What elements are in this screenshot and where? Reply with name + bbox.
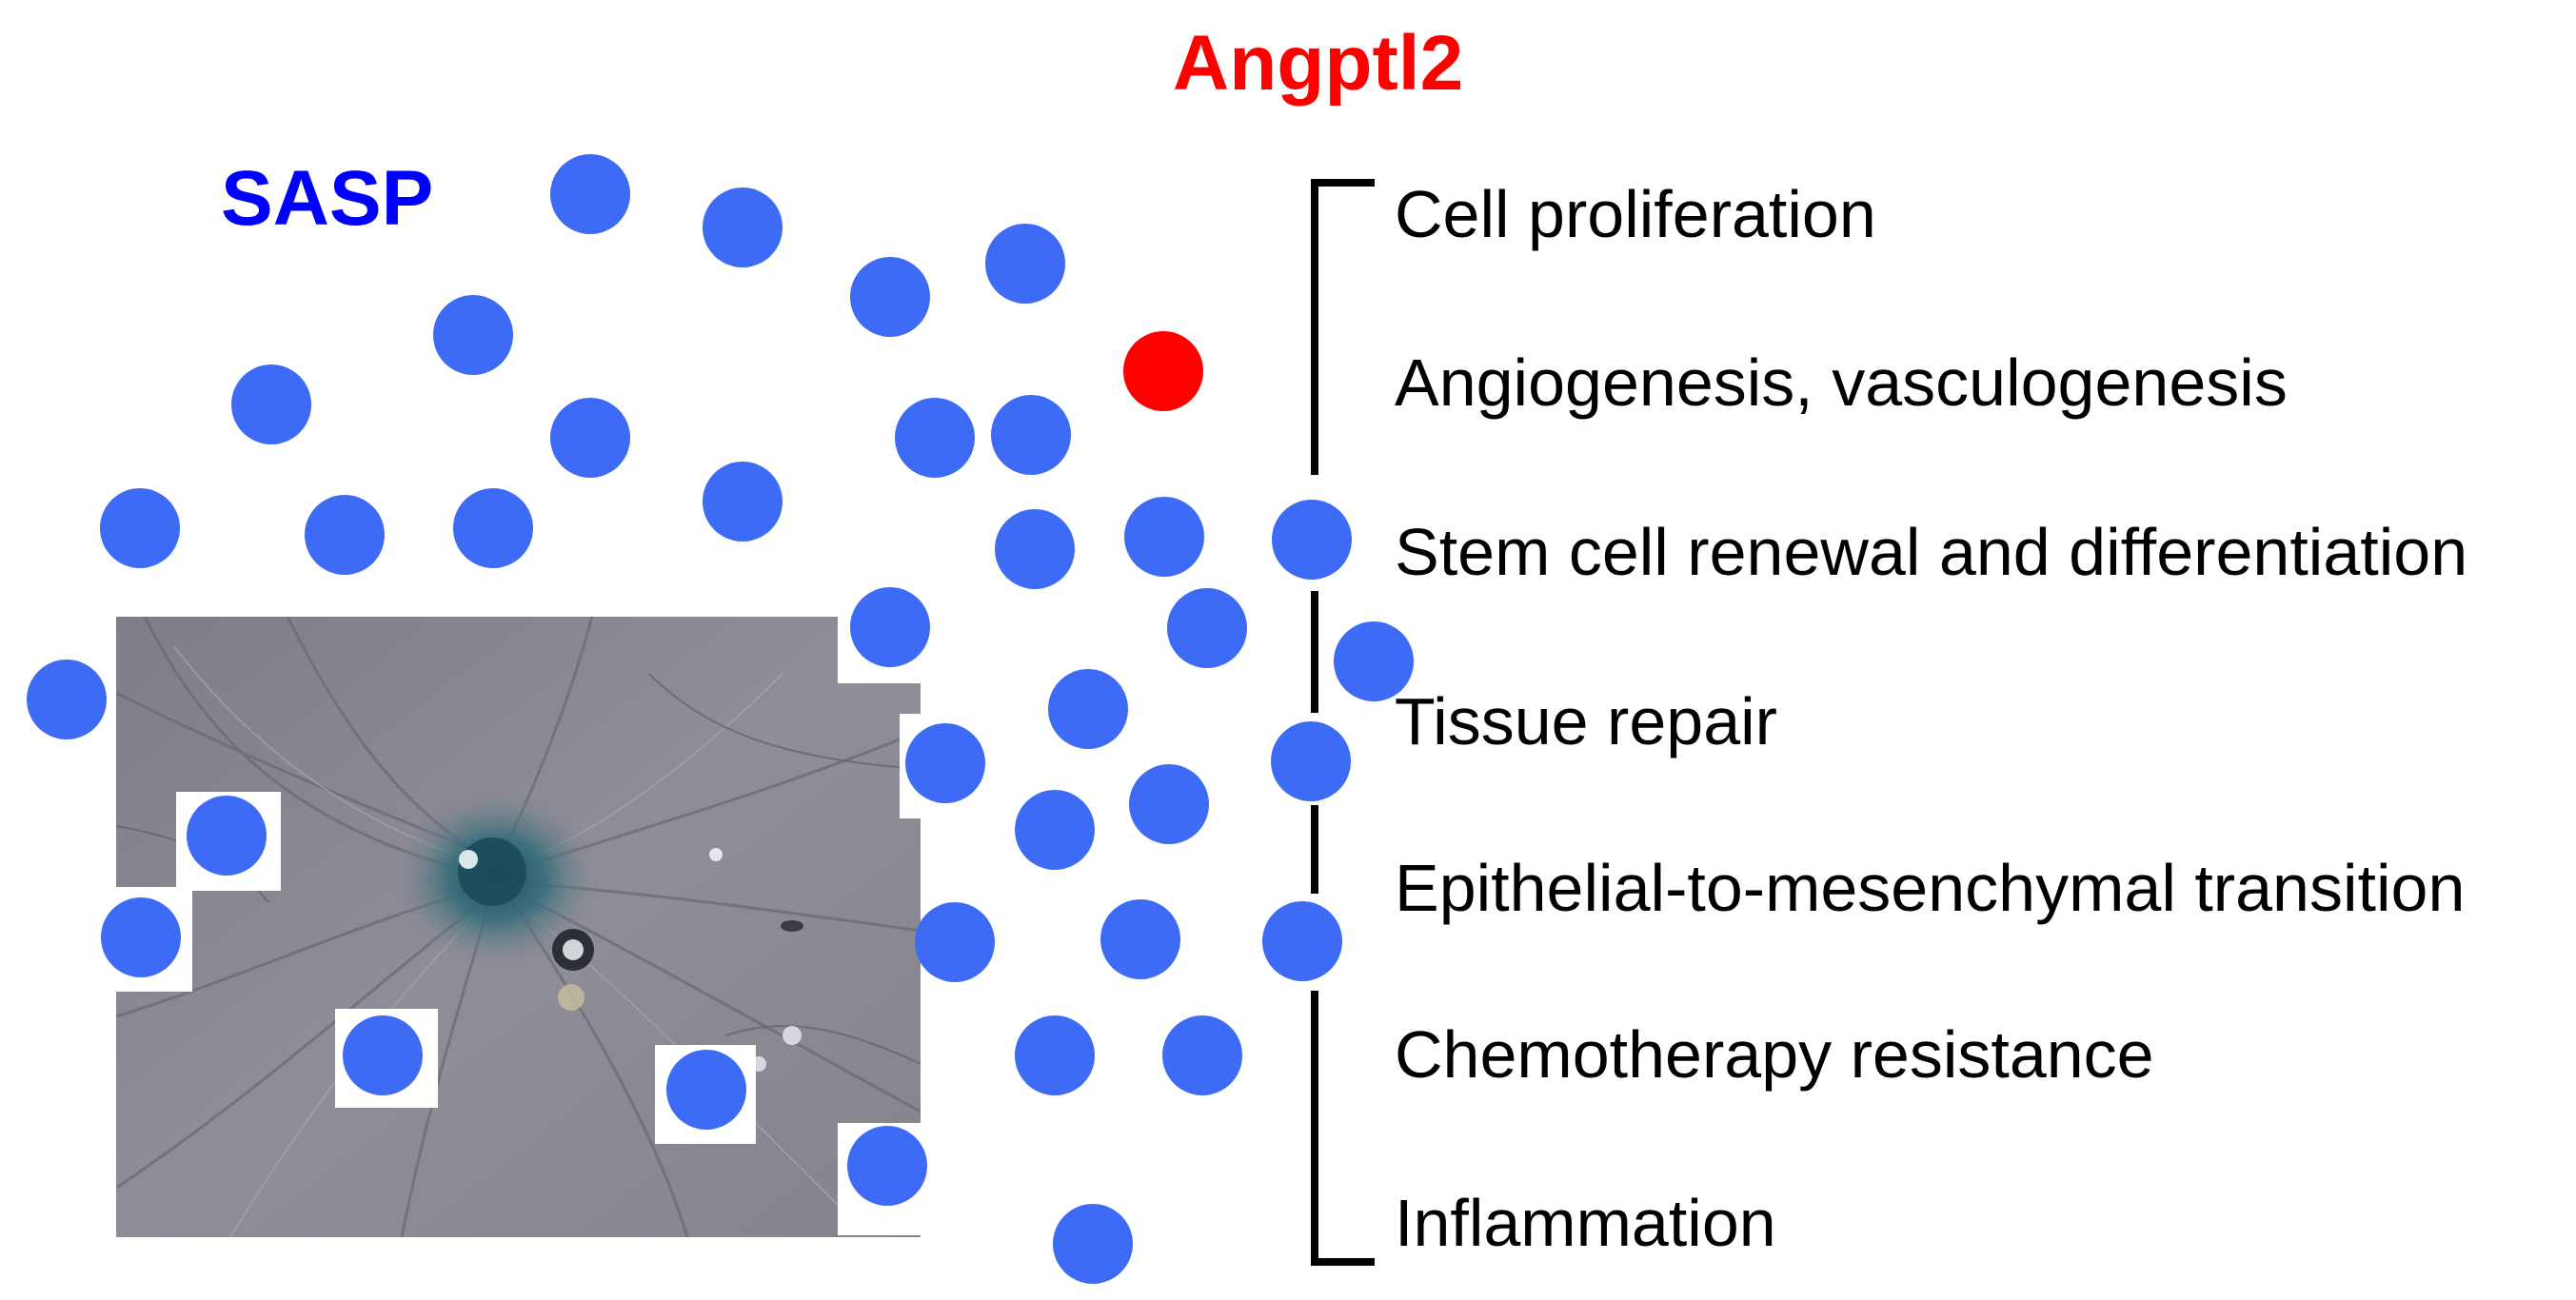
sasp-factor-dot [703, 462, 783, 542]
sasp-factor-dot [895, 398, 975, 478]
sasp-factor-dot [101, 897, 181, 977]
sasp-factor-dot [905, 723, 985, 803]
sasp-factor-dot [453, 488, 533, 568]
senescent-cell-micrograph [116, 617, 921, 1237]
sasp-factor-dot [1129, 764, 1209, 844]
sasp-factor-dot [1167, 588, 1247, 668]
sasp-factor-dot [1272, 500, 1352, 580]
sasp-factor-dot [995, 509, 1075, 589]
sasp-factor-dot [1262, 901, 1342, 981]
sasp-factor-dot [703, 187, 783, 267]
function-chemotherapy-resistance: Chemotherapy resistance [1395, 1017, 2154, 1092]
function-angiogenesis: Angiogenesis, vasculogenesis [1395, 345, 2288, 420]
sasp-factor-dot [1015, 1015, 1095, 1095]
sasp-factor-dot [100, 488, 180, 568]
sasp-factor-dot [231, 364, 311, 444]
sasp-factor-dot [1334, 621, 1414, 701]
sasp-factor-dot [1124, 497, 1204, 577]
sasp-factor-dot [985, 224, 1065, 304]
sasp-factor-dot [666, 1050, 746, 1130]
sasp-factor-dot [1015, 790, 1095, 870]
sasp-factor-dot [850, 587, 930, 667]
sasp-factor-dot [1048, 669, 1128, 749]
function-emt: Epithelial-to-mesenchymal transition [1395, 851, 2466, 925]
sasp-factor-dot [847, 1126, 927, 1206]
angptl2-label: Angptl2 [1173, 20, 1464, 107]
sasp-factor-dot [850, 257, 930, 337]
sasp-factor-dot [915, 902, 995, 982]
sasp-factor-dot [27, 660, 107, 739]
function-tissue-repair: Tissue repair [1395, 684, 1777, 758]
sasp-factor-dot [1100, 899, 1180, 979]
function-stem-cell-renewal: Stem cell renewal and differentiation [1395, 515, 2468, 589]
sasp-factor-dot [305, 495, 385, 575]
micrograph-image [116, 617, 921, 1237]
sasp-factor-dot [550, 154, 630, 234]
sasp-factor-dot [1053, 1204, 1133, 1284]
sasp-factor-dot [433, 295, 513, 375]
sasp-factor-dot [1271, 721, 1351, 801]
angptl2-dot [1123, 331, 1203, 411]
sasp-factor-dot [187, 796, 267, 876]
sasp-factor-dot [1162, 1015, 1242, 1095]
sasp-factor-dot [343, 1015, 423, 1095]
function-cell-proliferation: Cell proliferation [1395, 177, 1876, 251]
sasp-factor-dot [550, 398, 630, 478]
function-inflammation: Inflammation [1395, 1186, 1776, 1260]
sasp-factor-dot [991, 395, 1071, 475]
sasp-label: SASP [221, 155, 434, 242]
